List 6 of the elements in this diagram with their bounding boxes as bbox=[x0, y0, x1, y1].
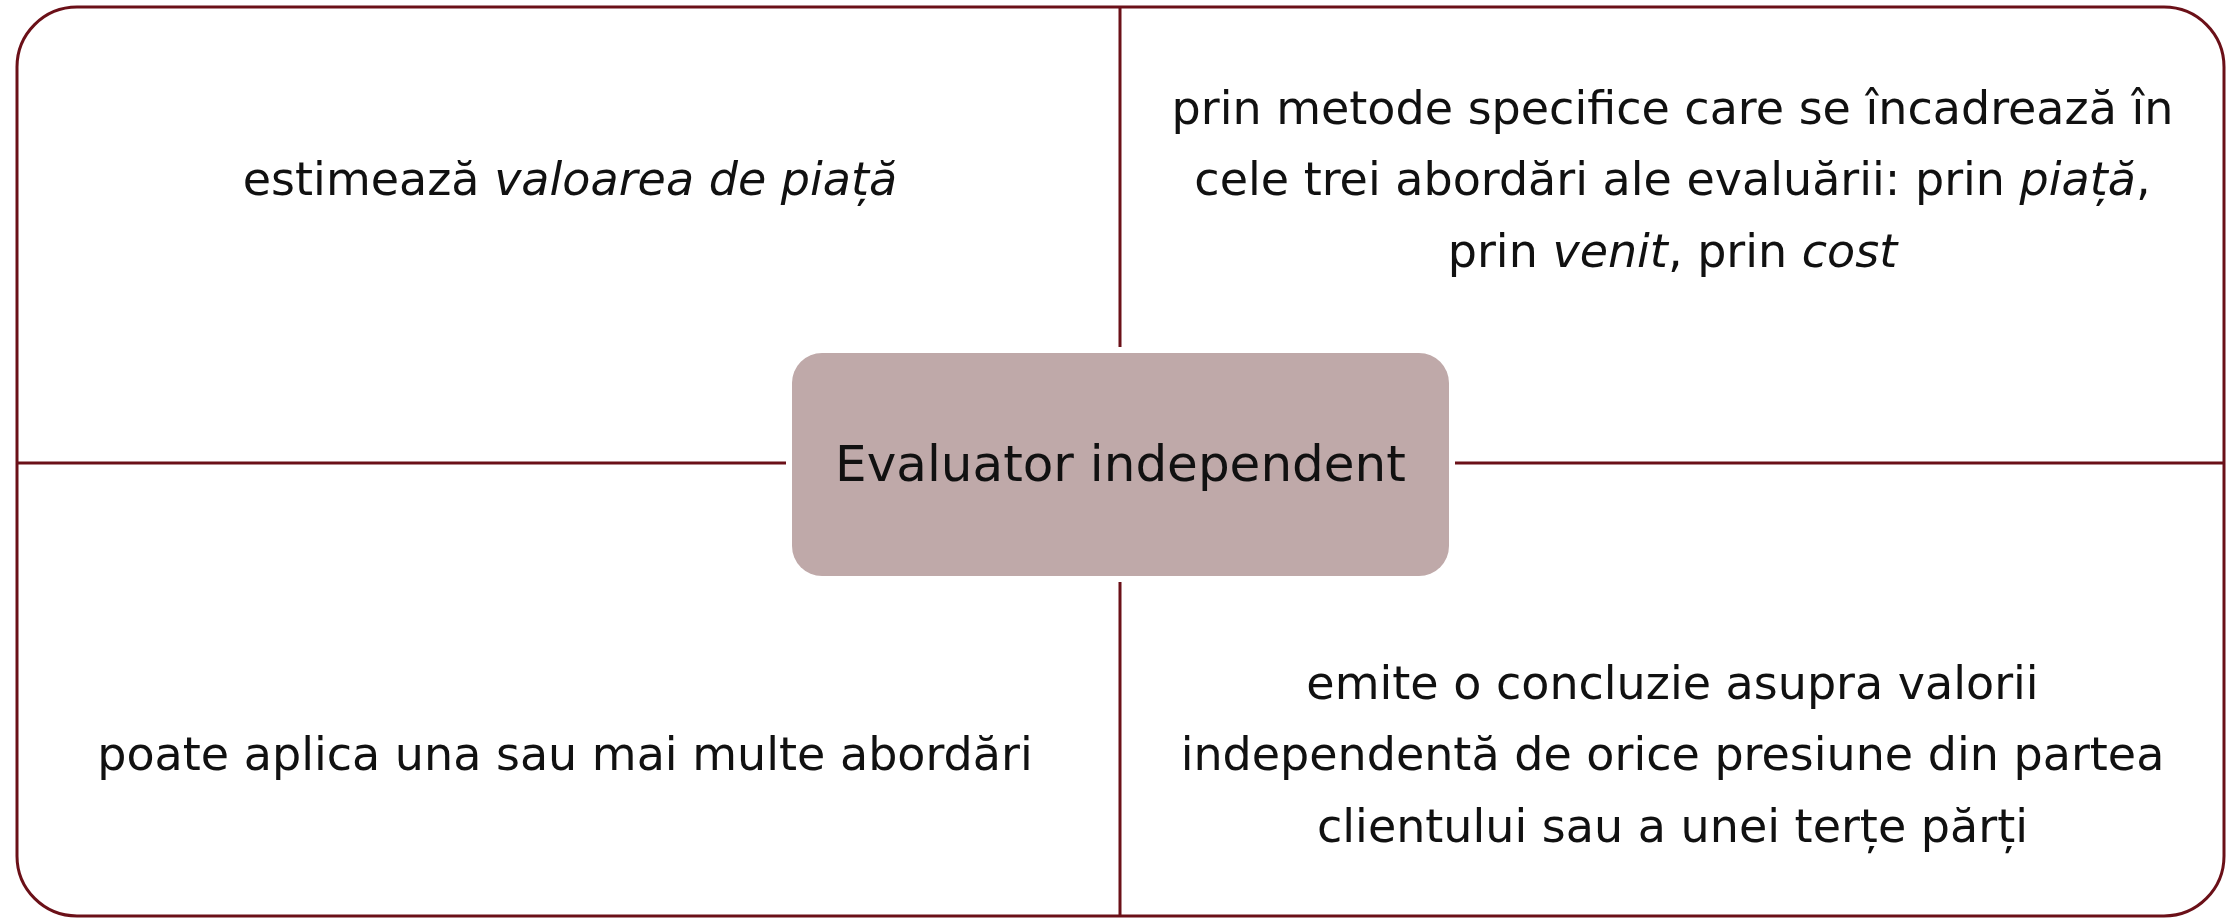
node-text: Evaluator independent bbox=[835, 433, 1406, 495]
center-box bbox=[792, 353, 1449, 576]
quadrant-text: estimează valoarea de piață bbox=[242, 151, 898, 209]
quadrant-text: prin metode specifice care se încadrează în cele trei abordări ale evaluării: prin piață, prin venit, prin cost bbox=[1170, 80, 2175, 280]
quadrant-text: emite o concluzie asupra valorii independentă de orice presiune din partea clientului sau a unei terțe părți bbox=[1179, 655, 2166, 856]
quadrant-text: poate aplica una sau mai multe abordări bbox=[97, 726, 1033, 784]
